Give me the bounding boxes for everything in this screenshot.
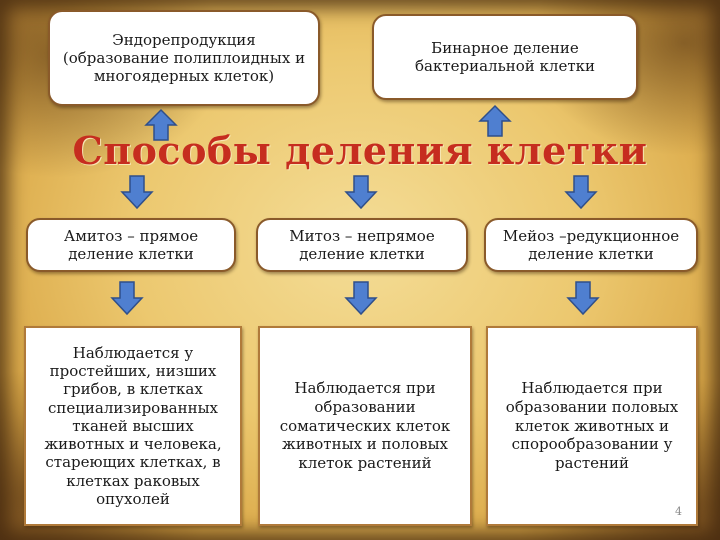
binary-fission-box: Бинарное деление бактериальной клетки <box>372 14 638 100</box>
mitosis-text: Митоз – непрямое деление клетки <box>289 227 435 263</box>
mitosis-description-text: Наблюдается при образовании соматических… <box>279 379 451 473</box>
mitosis-description-box: Наблюдается при образовании соматических… <box>258 326 472 526</box>
down-arrow-icon <box>110 281 144 316</box>
diagram-title: Способы деления клетки <box>72 128 648 173</box>
down-arrow-icon <box>344 175 378 210</box>
down-arrow-icon <box>564 175 598 210</box>
down-arrow-icon <box>344 281 378 316</box>
amitosis-box: Амитоз – прямое деление клетки <box>26 218 236 272</box>
meiosis-box: Мейоз –редукционное деление клетки <box>484 218 698 272</box>
meiosis-text: Мейоз –редукционное деление клетки <box>502 227 680 263</box>
binary-fission-text: Бинарное деление бактериальной клетки <box>414 39 595 75</box>
up-arrow-icon <box>478 104 512 137</box>
down-arrow-icon <box>566 281 600 316</box>
up-arrow-icon <box>144 108 178 141</box>
endoreproduction-text: Эндорепродукция (образование полиплоидны… <box>62 31 306 85</box>
amitosis-description-text: Наблюдается у простейших, низших грибов,… <box>44 343 222 509</box>
down-arrow-icon <box>120 175 154 210</box>
meiosis-description-box: Наблюдается при образовании половых клет… <box>486 326 698 526</box>
amitosis-text: Амитоз – прямое деление клетки <box>63 227 199 263</box>
mitosis-box: Митоз – непрямое деление клетки <box>256 218 468 272</box>
endoreproduction-box: Эндорепродукция (образование полиплоидны… <box>48 10 320 106</box>
amitosis-description-box: Наблюдается у простейших, низших грибов,… <box>24 326 242 526</box>
page-number: 4 <box>675 505 682 518</box>
meiosis-description-text: Наблюдается при образовании половых клет… <box>505 379 679 473</box>
